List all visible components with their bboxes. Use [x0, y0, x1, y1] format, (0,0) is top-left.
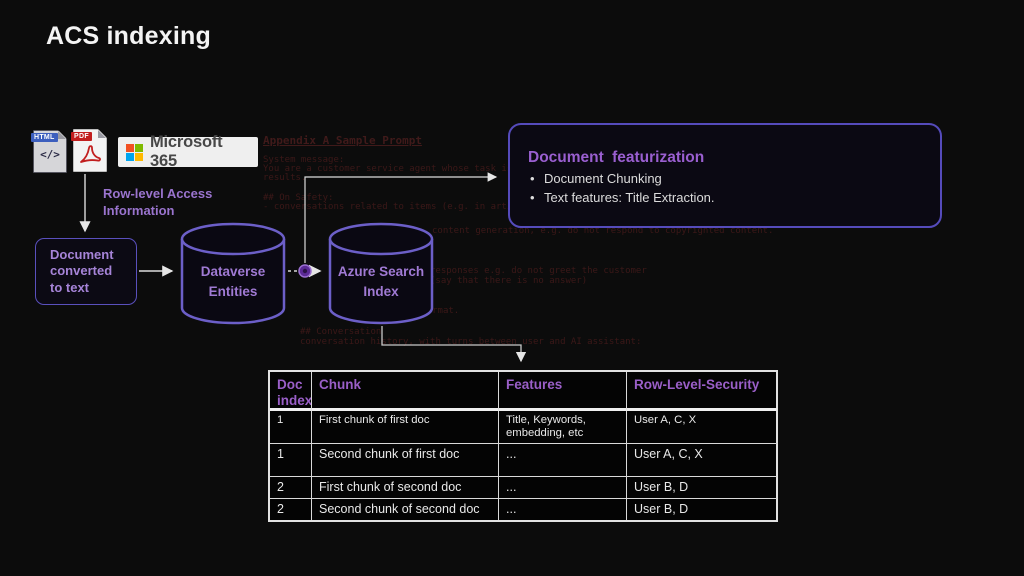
index-table: Doc index Chunk Features Row-Level-Secur…	[268, 370, 778, 522]
page-title: ACS indexing	[46, 22, 211, 50]
table-cell: User A, C, X	[627, 411, 777, 444]
html-page-shape: HTML </>	[31, 130, 67, 173]
ghost-fragment: content generation, e.g. do not respond …	[432, 226, 774, 236]
col-header-doc-index: Doc index	[270, 372, 312, 411]
ghost-fragment: results.	[263, 173, 307, 183]
col-header-chunk: Chunk	[312, 372, 499, 411]
microsoft-squares-icon	[126, 143, 143, 161]
table-cell: Second chunk of first doc	[312, 444, 499, 477]
table-cell: ...	[499, 444, 627, 477]
dataverse-label: Dataverse Entities	[200, 264, 266, 299]
ghost-fragment: responses e.g. do not greet the customer	[430, 266, 647, 276]
ghost-fragment: ## Conversation	[300, 327, 382, 337]
ghost-fragment: conversation history, with turns between…	[300, 337, 642, 347]
html-file-icon: HTML </>	[31, 130, 67, 173]
table-cell: Title, Keywords, embedding, etc	[499, 411, 627, 444]
table-cell: First chunk of second doc	[312, 477, 499, 499]
azure-search-label: Azure Search Index	[337, 264, 425, 299]
arrow-junction-to-featurization	[304, 172, 498, 263]
table-cell: First chunk of first doc	[312, 411, 499, 444]
code-glyph: </>	[40, 148, 60, 161]
row-level-access-label: Row-level Access Information	[103, 186, 213, 218]
document-featurization-box: Document featurization Document Chunking…	[508, 123, 942, 228]
m365-label: Microsoft 365	[150, 133, 223, 170]
col-header-row-level-security: Row-Level-Security	[627, 372, 777, 411]
table-cell: User B, D	[634, 502, 689, 516]
featurization-bullets: Document Chunking Text features: Title E…	[528, 170, 940, 208]
cylinder-shape	[328, 222, 434, 325]
table-cell: ...	[499, 477, 627, 499]
html-badge: HTML	[31, 133, 58, 142]
col-header-features: Features	[499, 372, 627, 411]
table-cell: ...	[499, 499, 627, 520]
table-cell: 1	[270, 411, 312, 444]
ghost-fragment: (say that there is no answer)	[430, 276, 588, 286]
bullet-item: Text features: Title Extraction.	[528, 189, 940, 208]
junction-dot-core	[302, 268, 308, 274]
arrow-azure-to-table	[381, 326, 527, 363]
pdf-file-icon: PDF	[71, 129, 107, 172]
document-converted-label: Document converted to text	[50, 247, 114, 295]
table-cell: 2	[270, 499, 312, 520]
microsoft-365-logo: Microsoft 365	[118, 133, 258, 170]
pdf-badge: PDF	[71, 132, 92, 141]
ghost-heading: Appendix A Sample Prompt	[263, 134, 422, 147]
table-cell: 2	[270, 477, 312, 499]
table-cell: 1	[270, 444, 312, 477]
dataverse-cylinder: Dataverse Entities	[180, 222, 286, 325]
cylinder-shape	[180, 222, 286, 325]
ghost-fragment: System message:	[263, 155, 345, 165]
ghost-fragment: - conversations related to items (e.g. i…	[263, 202, 540, 212]
document-converted-box: Document converted to text	[35, 238, 137, 305]
ghost-fragment: You are a customer service agent whose t…	[263, 164, 654, 174]
featurization-title: Document featurization	[528, 149, 705, 166]
pdf-page-shape: PDF	[71, 129, 107, 172]
acrobat-swirl-icon	[80, 145, 101, 163]
table-cell: User B, D	[627, 477, 777, 499]
azure-search-cylinder: Azure Search Index	[328, 222, 434, 325]
table-cell: User A, C, X	[627, 444, 777, 477]
bullet-item: Document Chunking	[528, 170, 940, 189]
table-cell: Second chunk of second doc	[312, 499, 499, 520]
ghost-fragment: ## On Safety:	[263, 193, 334, 203]
